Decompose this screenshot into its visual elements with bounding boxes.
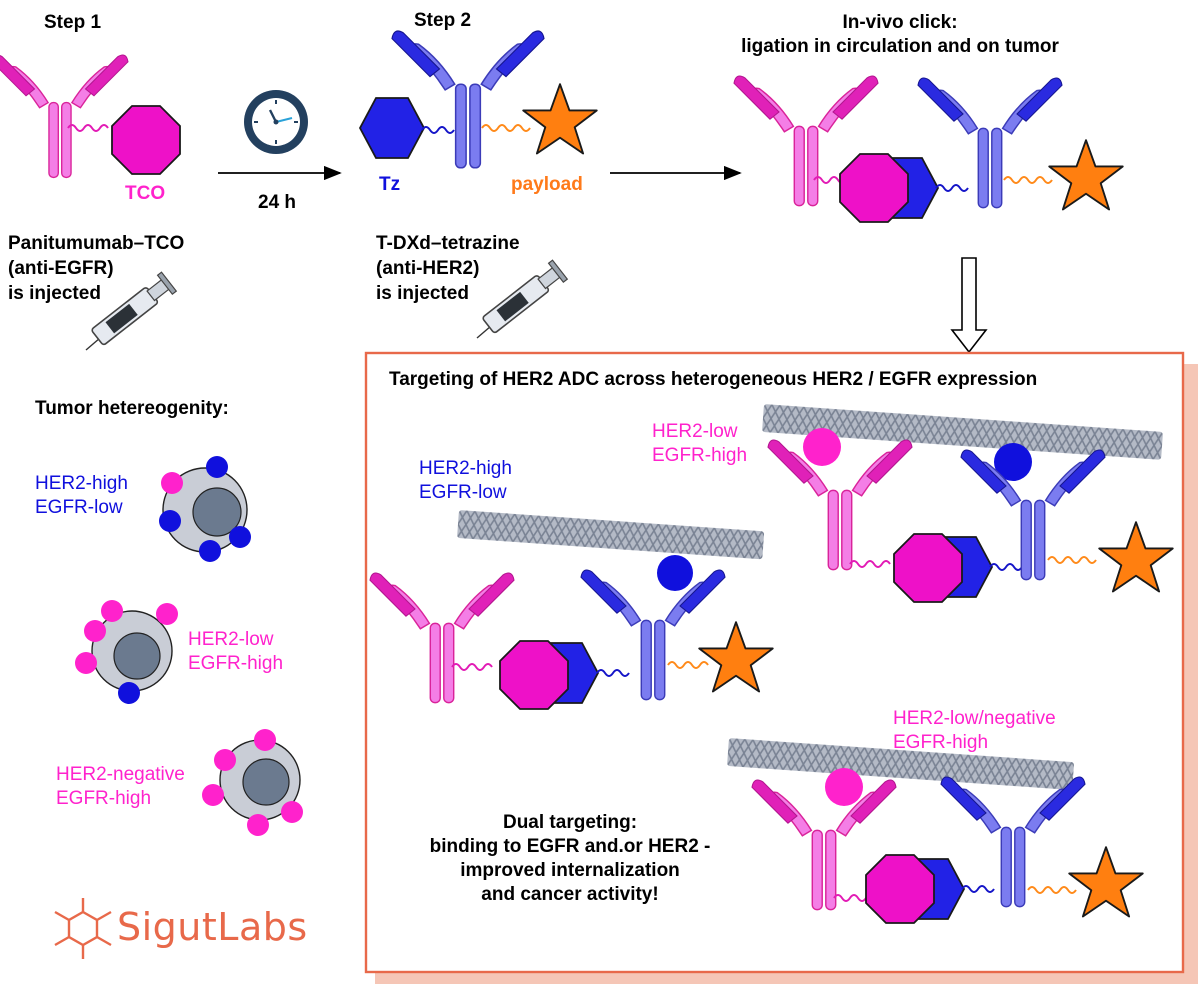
time-label: 24 h	[258, 192, 297, 213]
dual-targeting-line3: improved internalization	[460, 860, 680, 881]
click-complex-c	[751, 768, 1144, 924]
tco-label: TCO	[125, 183, 166, 204]
click-complex-b	[767, 428, 1174, 603]
tdxd-line3: is injected	[376, 283, 469, 304]
cell2-label-line1: HER2-low	[188, 629, 274, 650]
syringe-icon	[476, 259, 569, 339]
panel-c-label-line1: HER2-low/negative	[893, 708, 1056, 729]
step2-conjugate	[359, 30, 598, 169]
clock-icon	[244, 90, 308, 154]
panitumumab-line1: Panitumumab–TCO	[8, 233, 185, 254]
panitumumab-line3: is injected	[8, 283, 101, 304]
tumor-cell-1	[159, 456, 251, 562]
down-arrow	[950, 257, 988, 354]
step1-label: Step 1	[44, 12, 102, 33]
click-complex-top	[733, 75, 1124, 223]
membrane-a	[457, 510, 765, 560]
tdxd-line2: (anti-HER2)	[376, 258, 480, 279]
sigutlabs-logo-icon	[54, 898, 112, 959]
click-title-line1: In-vivo click:	[842, 12, 958, 33]
panel-a-label-line2: EGFR-low	[419, 482, 507, 503]
cell1-label-line1: HER2-high	[35, 473, 128, 494]
tz-label: Tz	[379, 174, 401, 195]
sigutlabs-logo: SigutLabs	[117, 905, 308, 949]
dual-targeting-line2: binding to EGFR and.or HER2 -	[429, 836, 711, 857]
tumor-cell-2	[75, 600, 178, 704]
cell1-label-line2: EGFR-low	[35, 497, 123, 518]
cell2-label-line2: EGFR-high	[188, 653, 284, 674]
box-title: Targeting of HER2 ADC across heterogeneo…	[389, 369, 1038, 390]
cell3-label-line1: HER2-negative	[56, 764, 185, 785]
panel-b-label-line1: HER2-low	[652, 421, 738, 442]
dual-targeting-line4: and cancer activity!	[481, 884, 659, 905]
step2-label: Step 2	[414, 10, 472, 31]
cell3-label-line2: EGFR-high	[56, 788, 152, 809]
tumor-cell-3	[202, 729, 303, 836]
panel-b-label-line2: EGFR-high	[652, 445, 748, 466]
click-title-line2: ligation in circulation and on tumor	[741, 36, 1059, 57]
panitumumab-line2: (anti-EGFR)	[8, 258, 114, 279]
dual-targeting-line1: Dual targeting:	[502, 812, 638, 833]
step1-conjugate	[0, 54, 181, 179]
click-complex-a	[369, 555, 774, 710]
membrane-c	[727, 738, 1074, 790]
membrane-b	[762, 404, 1163, 460]
tdxd-line1: T-DXd–tetrazine	[376, 233, 520, 254]
panel-a-label-line1: HER2-high	[419, 458, 512, 479]
panel-c-label-line2: EGFR-high	[893, 732, 989, 753]
payload-label: payload	[511, 174, 583, 195]
heterogeneity-title: Tumor hetereogenity:	[35, 398, 229, 419]
